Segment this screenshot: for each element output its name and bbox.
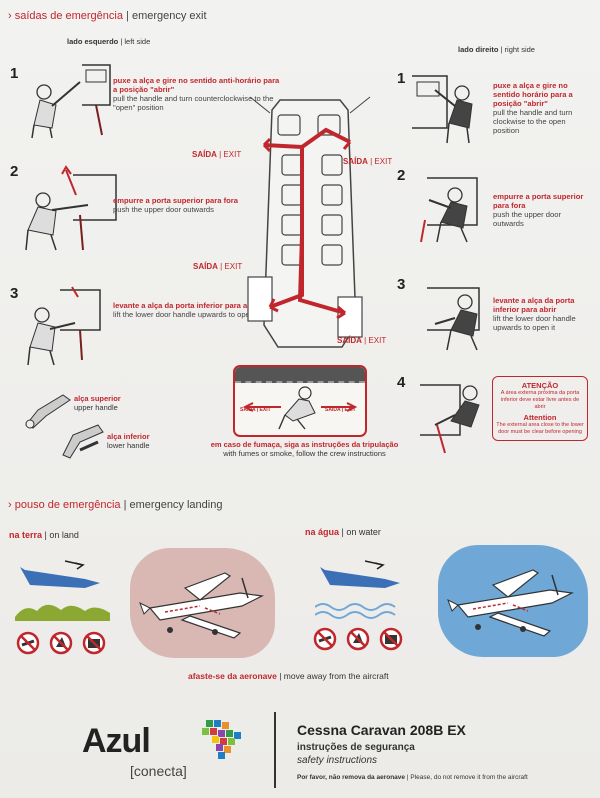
attention-box: ATENÇÃO A área externa próxima da porta … [492, 376, 588, 441]
right-step-4-number: 4 [397, 374, 406, 391]
exit-label-front-right: SAÍDA | EXIT [343, 157, 393, 166]
footer-divider [274, 712, 276, 788]
cabin-diagram [247, 96, 371, 348]
smoke-exit-left: SAÍDA | EXIT [240, 407, 271, 413]
left-step-1-number: 1 [10, 65, 19, 82]
emergency-landing-title: › pouso de emergência | emergency landin… [8, 499, 223, 511]
left-step-3-text: levante a alça da porta inferior para ab… [113, 301, 260, 319]
left-step-1-text: puxe a alça e gire no sentido anti-horár… [113, 76, 280, 112]
right-step-3-number: 3 [397, 276, 406, 293]
exit-label-front-left: SAÍDA | EXIT [192, 150, 242, 159]
left-step-2-number: 2 [10, 163, 19, 180]
right-step-3-illustration [427, 287, 480, 351]
left-side-label: lado esquerdo | left side [67, 37, 151, 46]
land-plane-icon [15, 560, 110, 621]
water-prohibition-icons [313, 627, 403, 651]
safety-instructions-pt: instruções de segurança [297, 742, 415, 753]
do-not-remove-note: Por favor, não remova da aeronave | Plea… [297, 774, 528, 781]
on-water-label: na água | on water [305, 527, 381, 537]
right-step-2-illustration [420, 177, 478, 243]
attention-title-pt: ATENÇÃO [521, 381, 559, 390]
smoke-exit-right: SAÍDA | EXIT [325, 407, 356, 413]
left-step-2-illustration [25, 165, 117, 251]
left-step-1-illustration [31, 64, 111, 139]
brazil-map-icon [202, 720, 241, 759]
lower-handle-icon [62, 424, 104, 459]
upper-handle-icon [25, 394, 71, 429]
smoke-instruction: em caso de fumaça, siga as instruções da… [210, 440, 399, 458]
smoke-illustration: SAÍDA | EXIT SAÍDA | EXIT [233, 365, 367, 437]
exit-label-rear-right: SAÍDA | EXIT [337, 336, 387, 345]
right-step-1-text: puxe a alça e gire no sentido horário pa… [493, 81, 573, 135]
attention-body-pt: A área externa próxima da porta inferior… [500, 390, 580, 410]
water-plane-icon [315, 560, 400, 619]
left-step-3-number: 3 [10, 285, 19, 302]
safety-instructions-en: safety instructions [297, 755, 378, 766]
right-step-3-text: levante a alça da porta inferior para ab… [493, 296, 576, 332]
right-step-2-number: 2 [397, 167, 406, 184]
aircraft-model: Cessna Caravan 208B EX [297, 722, 466, 738]
land-evacuation-scene [130, 548, 275, 658]
exit-label-rear-left: SAÍDA | EXIT [193, 262, 243, 271]
right-step-1-illustration [412, 75, 473, 144]
emergency-exit-title: › saídas de emergência | emergency exit [8, 10, 207, 22]
right-step-4-illustration [420, 384, 480, 454]
left-step-3-illustration [27, 286, 101, 366]
right-side-label: lado direito | right side [458, 45, 535, 54]
on-land-label: na terra | on land [9, 530, 79, 540]
azul-logo: Azul [82, 722, 151, 760]
attention-body-en: The external area close to the lower doo… [496, 422, 584, 435]
right-step-2-text: empurre a porta superior para fora push … [493, 192, 584, 228]
attention-title-en: Attention [523, 413, 557, 422]
left-step-2-text: empurre a porta superior para fora push … [113, 196, 238, 214]
azul-conecta-label: [conecta] [130, 763, 187, 779]
right-step-1-number: 1 [397, 70, 406, 87]
water-evacuation-scene [438, 545, 588, 657]
land-prohibition-icons [16, 631, 106, 655]
move-away-instruction: afaste-se da aeronave | move away from t… [188, 671, 389, 681]
